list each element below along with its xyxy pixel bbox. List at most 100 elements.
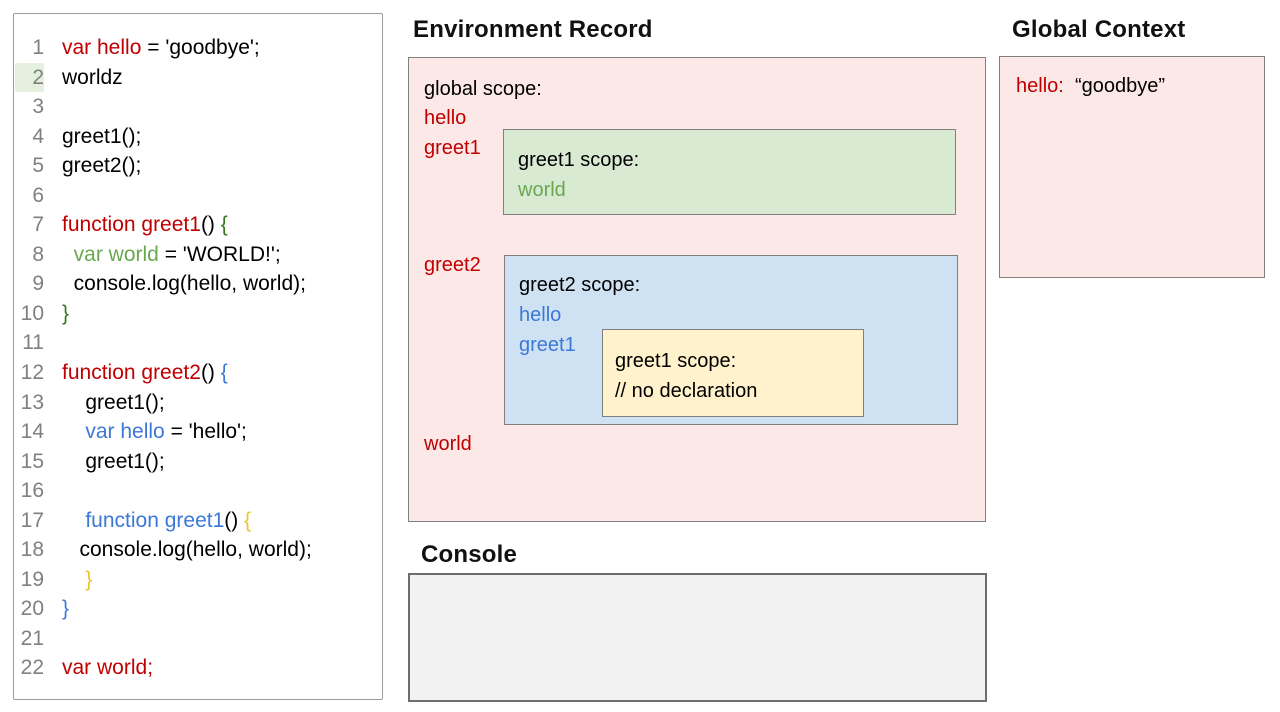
code-token: worldz (62, 65, 123, 89)
code-text: greet2(); (44, 151, 141, 181)
line-number: 15 (20, 449, 44, 473)
inner-greet1-scope-label: greet1 scope: (615, 350, 737, 372)
code-line: 3 (14, 92, 382, 122)
code-token: = 'goodbye'; (141, 36, 260, 59)
code-text: var world; (44, 653, 153, 683)
code-token: greet1(); (62, 449, 165, 473)
code-line: 6 (14, 181, 382, 211)
code-line: 21 (14, 624, 382, 654)
code-token: var world (73, 242, 159, 266)
line-number: 11 (22, 331, 44, 355)
code-token: function greet1 (62, 213, 201, 237)
code-text: function greet1() { (44, 506, 251, 536)
code-line: 14 var hello = 'hello'; (14, 417, 382, 447)
greet1-scope-var-world: world (518, 179, 566, 201)
code-token (62, 509, 85, 532)
code-text (44, 624, 68, 654)
code-line: 8 var world = 'WORLD!'; (14, 240, 382, 270)
environment-record-title: Environment Record (413, 16, 653, 43)
line-number: 8 (32, 242, 44, 266)
code-token: = 'WORLD!'; (158, 242, 281, 266)
global-var-hello: hello (424, 107, 467, 129)
code-text: greet1(); (44, 388, 165, 418)
global-var-world: world (424, 433, 472, 455)
global-context-var-name: hello: (1016, 75, 1064, 97)
code-token: { (220, 213, 228, 237)
greet2-scope-label: greet2 scope: (519, 274, 641, 296)
code-line: 11 (14, 328, 382, 358)
code-token: function greet1 (85, 508, 225, 532)
line-number: 20 (20, 597, 44, 621)
code-token: } (85, 567, 93, 591)
code-text: } (44, 594, 69, 624)
code-text: var hello = 'goodbye'; (44, 33, 260, 63)
line-number: 10 (20, 301, 44, 325)
code-text (44, 476, 68, 506)
console-output-box (408, 573, 987, 702)
line-number: 22 (20, 656, 44, 680)
code-line: 18 console.log(hello, world); (14, 535, 382, 565)
global-var-greet2: greet2 (424, 254, 481, 276)
code-line: 13 greet1(); (14, 388, 382, 418)
line-number: 18 (20, 538, 44, 562)
greet2-scope-box: greet2 scope: hello greet1 greet1 scope:… (504, 255, 958, 425)
code-line: 22 var world; (14, 653, 382, 683)
greet1-scope-box: greet1 scope: world (503, 129, 956, 215)
code-token: greet1(); (62, 390, 165, 414)
code-text: function greet1() { (44, 210, 228, 240)
code-token: console.log(hello, world); (62, 538, 312, 562)
code-token (62, 243, 74, 266)
code-token: var hello (62, 36, 142, 59)
line-number: 19 (20, 567, 44, 591)
code-token: var world; (62, 656, 154, 680)
code-token (62, 420, 85, 443)
code-text (44, 181, 68, 211)
code-text: var world = 'WORLD!'; (44, 240, 281, 270)
code-line: 19 } (14, 565, 382, 595)
code-line: 16 (14, 476, 382, 506)
line-number: 1 (32, 36, 44, 59)
line-number: 12 (20, 361, 44, 385)
code-text: function greet2() { (44, 358, 228, 388)
code-token: () (200, 213, 221, 237)
line-number: 4 (32, 124, 44, 148)
line-number: 13 (20, 390, 44, 414)
inner-greet1-scope-comment: // no declaration (615, 380, 758, 402)
code-line: 20} (14, 594, 382, 624)
console-title: Console (421, 541, 518, 568)
greet2-scope-var-hello: hello (519, 304, 562, 326)
code-line: 4 greet1(); (14, 122, 382, 152)
line-number: 5 (32, 154, 44, 178)
line-number: 9 (32, 272, 44, 296)
code-token: = 'hello'; (164, 420, 247, 444)
code-token: { (244, 508, 252, 532)
code-text: worldz (44, 63, 123, 93)
code-line: 15 greet1(); (14, 447, 382, 477)
code-text: console.log(hello, world); (44, 535, 312, 565)
code-token (62, 568, 85, 591)
code-text: greet1(); (44, 447, 165, 477)
greet1-scope-label: greet1 scope: (518, 149, 640, 171)
code-text: greet1(); (44, 122, 141, 152)
global-scope-box: global scope: hello greet1 greet2 world … (408, 57, 986, 522)
code-text: } (44, 299, 69, 329)
global-scope-label: global scope: (424, 78, 542, 100)
code-token: function greet2 (62, 361, 201, 385)
code-line: 9 console.log(hello, world); (14, 269, 382, 299)
code-token: () (200, 361, 221, 385)
greet2-scope-var-greet1: greet1 (519, 334, 576, 356)
global-var-greet1: greet1 (424, 137, 481, 159)
line-number: 16 (20, 479, 44, 503)
code-token: console.log(hello, world); (62, 272, 306, 296)
code-text (44, 92, 68, 122)
code-token: greet1(); (62, 124, 142, 148)
line-number: 7 (32, 213, 44, 237)
code-token: () (224, 508, 245, 532)
code-text: } (44, 565, 92, 595)
